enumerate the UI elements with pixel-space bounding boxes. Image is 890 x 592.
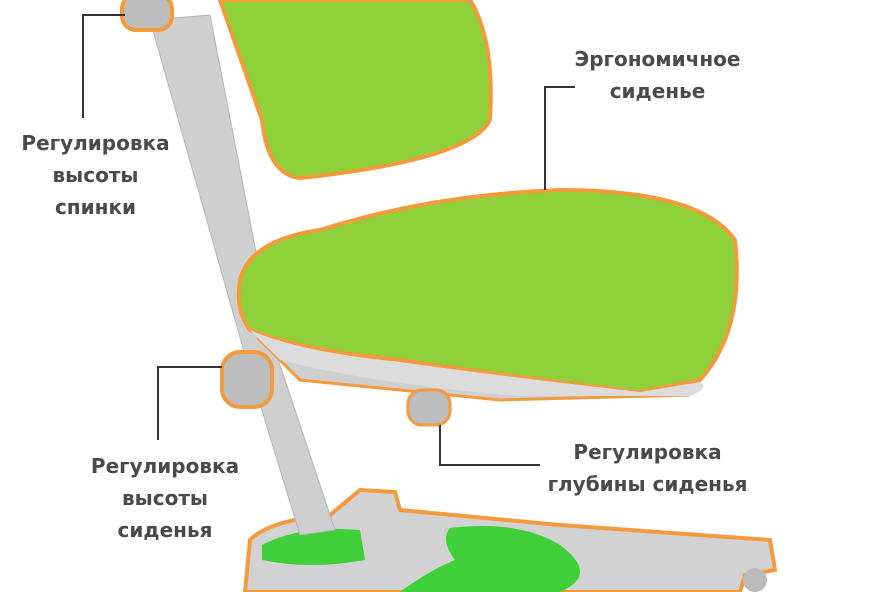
label-line: спинки xyxy=(54,195,137,219)
label-seat-height: Регулировка высоты сиденья xyxy=(75,450,255,546)
seat-edge xyxy=(250,330,704,396)
seat-depth-knob xyxy=(406,388,452,427)
backrest xyxy=(217,0,493,181)
footrest-right xyxy=(400,526,580,592)
seat-height-knob xyxy=(220,350,274,409)
label-line: Регулировка xyxy=(573,440,722,464)
label-ergonomic-seat: Эргономичное сиденье xyxy=(555,43,760,107)
backrest-knob xyxy=(120,0,174,32)
wheel xyxy=(743,568,767,592)
leader-ergonomic-seat xyxy=(544,86,575,190)
label-line: Регулировка xyxy=(90,454,240,478)
seat xyxy=(236,187,739,395)
label-line: глубины сиденья xyxy=(547,472,748,496)
label-line: сиденья xyxy=(117,518,213,542)
leader-seat-height xyxy=(157,366,222,440)
footrest-left xyxy=(262,529,365,565)
label-seat-depth: Регулировка глубины сиденья xyxy=(535,436,760,500)
leader-backrest-height xyxy=(82,14,125,118)
label-line: Регулировка xyxy=(21,131,170,155)
label-line: сиденье xyxy=(609,79,706,103)
label-line: высоты xyxy=(52,163,139,187)
label-backrest-height: Регулировка высоты спинки xyxy=(8,127,183,223)
label-line: Эргономичное xyxy=(574,47,741,71)
label-line: высоты xyxy=(121,486,208,510)
leader-seat-depth xyxy=(439,425,540,466)
